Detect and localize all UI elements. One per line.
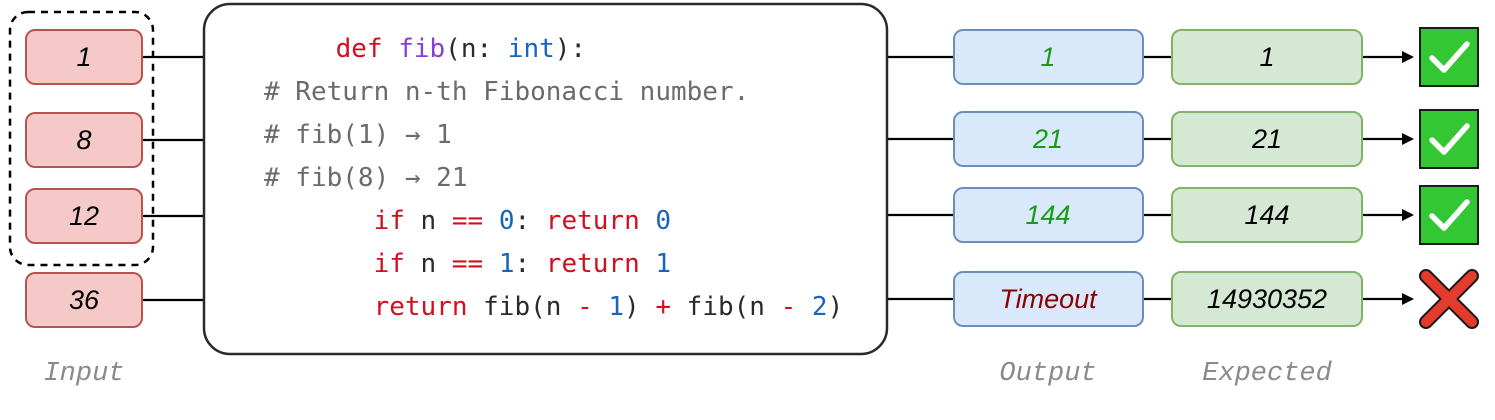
output-box: Timeout: [953, 271, 1144, 327]
expected-box: 14930352: [1171, 271, 1363, 327]
code-comment: # fib(8) → 21: [264, 163, 468, 193]
code-panel: def fib(n: int): # Return n-th Fibonacci…: [202, 2, 922, 356]
input-box: 12: [25, 188, 143, 244]
code-line-recursion: return fib(n - 1) + fib(n - 2): [264, 292, 922, 322]
input-value: 8: [76, 125, 91, 155]
output-box: 21: [953, 111, 1144, 167]
expected-box: 21: [1171, 111, 1363, 167]
input-box: 1: [25, 29, 143, 85]
code-line-base-case-1: if n == 1: return 1: [264, 249, 749, 279]
expected-value: 1: [1259, 42, 1274, 72]
connectors: [143, 51, 1414, 305]
output-column: 1 21 144 Timeout: [953, 29, 1144, 327]
output-value: 144: [1025, 200, 1070, 230]
check-icon: [1419, 109, 1479, 169]
input-box: 8: [25, 112, 143, 168]
input-caption: Input: [43, 359, 124, 389]
output-value: Timeout: [999, 284, 1098, 314]
input-value: 12: [69, 201, 99, 231]
keyword: def: [336, 34, 383, 64]
output-value: 21: [1032, 124, 1063, 154]
expected-caption: Expected: [1202, 359, 1332, 389]
output-value: 1: [1040, 42, 1055, 72]
function-name: fib: [398, 34, 445, 64]
code-comment: # fib(1) → 1: [264, 120, 452, 150]
expected-column: 1 21 144 14930352: [1171, 29, 1363, 327]
check-icon: [1419, 27, 1479, 87]
code-line-def: def fib(n: int):: [226, 34, 664, 64]
input-value: 1: [76, 42, 91, 72]
expected-value: 21: [1251, 124, 1282, 154]
cross-icon: [1419, 269, 1479, 329]
input-column: 1 8 12 36: [25, 29, 143, 328]
selected-inputs-group: [8, 10, 155, 267]
output-caption: Output: [999, 359, 1096, 389]
check-icon: [1419, 185, 1479, 245]
expected-value: 14930352: [1207, 284, 1327, 314]
code-line-base-case-0: if n == 0: return 0: [264, 206, 749, 236]
output-box: 1: [953, 29, 1144, 85]
expected-box: 1: [1171, 29, 1363, 85]
output-box: 144: [953, 187, 1144, 243]
type-name: int: [508, 34, 555, 64]
input-value: 36: [69, 285, 100, 315]
input-box: 36: [25, 272, 143, 328]
expected-box: 144: [1171, 187, 1363, 243]
expected-value: 144: [1244, 200, 1289, 230]
code-comment: # Return n-th Fibonacci number.: [264, 77, 749, 107]
